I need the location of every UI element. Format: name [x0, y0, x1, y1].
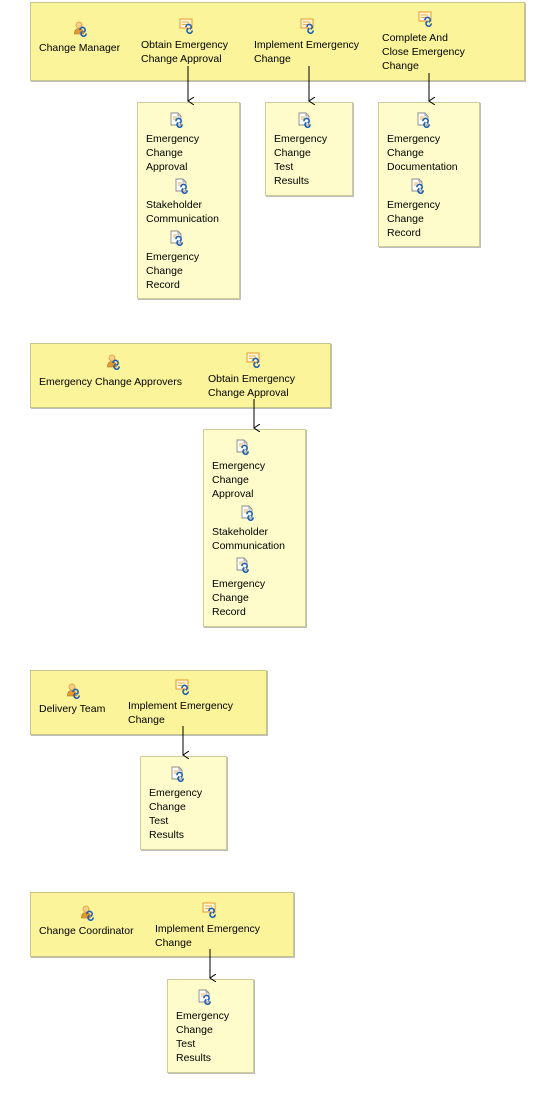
output-box: Emergency Change Test Results: [265, 102, 353, 196]
work-product-icon: [170, 766, 186, 782]
work-product-icon: [197, 989, 213, 1005]
task-icon: [300, 18, 316, 34]
role-person-icon: [106, 354, 122, 370]
role-band-emergency-change-approvers: Emergency Change Approvers Obtain Emerge…: [30, 343, 331, 408]
work-product-name[interactable]: Emergency Change Documentation: [387, 133, 458, 173]
role-band-change-manager: Change Manager Obtain Emergency Change A…: [30, 2, 525, 81]
work-product-name[interactable]: Emergency Change Record: [212, 578, 266, 618]
role-band-delivery-team: Delivery Team Implement Emergency Change: [30, 670, 267, 735]
work-product-icon: [174, 178, 190, 194]
task-icon: [202, 902, 218, 918]
role-band-change-coordinator: Change Coordinator Implement Emergency C…: [30, 892, 294, 957]
role-name: Change Manager: [39, 42, 121, 54]
task-icon: [246, 352, 262, 368]
output-box: Emergency Change Test Results: [167, 979, 254, 1073]
work-product-icon: [169, 112, 185, 128]
task-icon: [418, 11, 434, 27]
role-person-icon: [73, 21, 89, 37]
task-name[interactable]: Obtain Emergency Change Approval: [208, 373, 295, 399]
work-product-name[interactable]: Stakeholder Communication: [212, 526, 285, 552]
task-icon: [179, 18, 195, 34]
output-box: Emergency Change Approval Stakeholder Co…: [203, 429, 306, 627]
role-name: Delivery Team: [39, 703, 106, 715]
output-box: Emergency Change Test Results: [140, 756, 227, 850]
work-product-name[interactable]: Stakeholder Communication: [146, 199, 219, 225]
role-person-icon: [66, 683, 82, 699]
task-name[interactable]: Obtain Emergency Change Approval: [141, 39, 228, 65]
work-product-name[interactable]: Emergency Change Record: [387, 199, 441, 239]
output-box: Emergency Change Approval Stakeholder Co…: [137, 102, 240, 299]
task-name[interactable]: Implement Emergency Change: [254, 39, 360, 65]
work-product-name[interactable]: Emergency Change Test Results: [176, 1010, 230, 1064]
work-product-icon: [235, 557, 251, 573]
output-box: Emergency Change Documentation Emergency…: [378, 102, 480, 247]
work-product-name[interactable]: Emergency Change Record: [146, 251, 200, 291]
work-product-icon: [169, 230, 185, 246]
task-icon: [175, 679, 191, 695]
work-product-icon: [416, 112, 432, 128]
work-product-name[interactable]: Emergency Change Test Results: [274, 133, 328, 187]
role-name: Change Coordinator: [39, 925, 134, 937]
work-product-name[interactable]: Emergency Change Test Results: [149, 787, 203, 841]
task-name[interactable]: Complete And Close Emergency Change: [382, 32, 465, 72]
task-name[interactable]: Implement Emergency Change: [155, 923, 261, 949]
role-person-icon: [80, 905, 96, 921]
task-name[interactable]: Implement Emergency Change: [128, 700, 234, 726]
role-name: Emergency Change Approvers: [39, 376, 182, 388]
work-product-icon: [297, 112, 313, 128]
work-product-name[interactable]: Emergency Change Approval: [146, 133, 200, 173]
work-product-icon: [240, 505, 256, 521]
work-product-icon: [410, 178, 426, 194]
work-product-name[interactable]: Emergency Change Approval: [212, 460, 266, 500]
work-product-icon: [235, 439, 251, 455]
